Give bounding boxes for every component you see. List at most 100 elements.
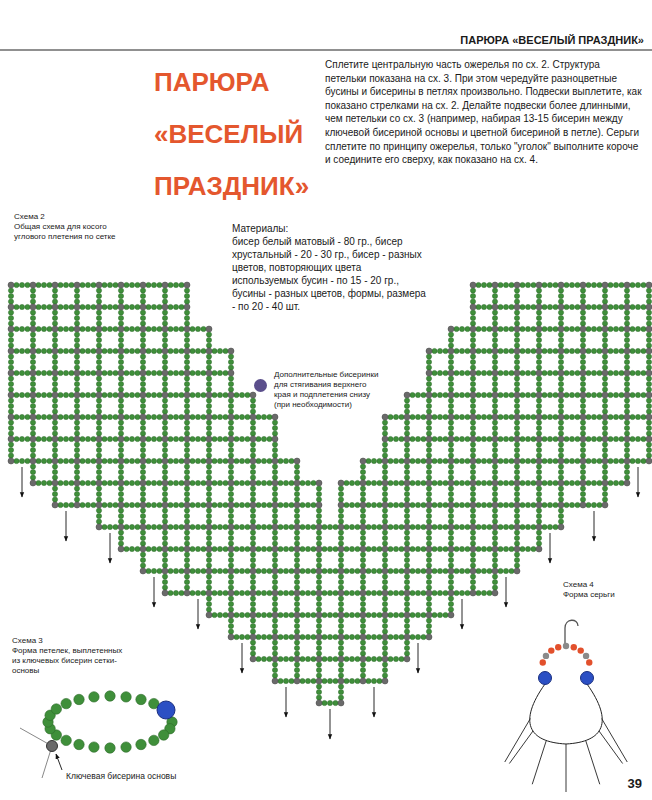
mesh-bead bbox=[575, 282, 580, 287]
mesh-bead bbox=[454, 458, 459, 463]
mesh-bead bbox=[487, 392, 492, 397]
mesh-bead bbox=[338, 651, 343, 656]
mesh-bead bbox=[597, 348, 602, 353]
mesh-bead bbox=[96, 508, 101, 513]
mesh-bead bbox=[487, 590, 492, 595]
mesh-bead bbox=[481, 480, 486, 485]
mesh-bead bbox=[107, 370, 112, 375]
mesh-bead bbox=[580, 288, 585, 293]
mesh-bead bbox=[146, 370, 151, 375]
mesh-bead bbox=[217, 458, 222, 463]
mesh-bead bbox=[179, 524, 184, 529]
mesh-bead bbox=[448, 442, 453, 447]
mesh-bead bbox=[118, 376, 123, 381]
mesh-bead bbox=[531, 524, 536, 529]
mesh-bead bbox=[118, 398, 123, 403]
mesh-bead bbox=[146, 436, 151, 441]
mesh-bead bbox=[509, 326, 514, 331]
mesh-bead bbox=[415, 634, 420, 639]
mesh-bead bbox=[514, 354, 519, 359]
mesh-bead bbox=[426, 579, 431, 584]
mesh-bead bbox=[426, 387, 431, 392]
mesh-bead bbox=[432, 546, 437, 551]
mesh-bead bbox=[173, 326, 178, 331]
mesh-bead bbox=[140, 475, 145, 480]
mesh-bead bbox=[30, 293, 35, 298]
mesh-bead bbox=[74, 409, 79, 414]
mesh-bead bbox=[184, 585, 189, 590]
mesh-bead bbox=[608, 370, 613, 375]
mesh-bead bbox=[311, 656, 316, 661]
mesh-bead bbox=[162, 343, 167, 348]
mesh-bead bbox=[382, 431, 387, 436]
mesh-bead bbox=[69, 326, 74, 331]
mesh-bead bbox=[470, 365, 475, 370]
mesh-bead bbox=[223, 392, 228, 397]
mesh-bead bbox=[481, 392, 486, 397]
mesh-bead bbox=[575, 370, 580, 375]
mesh-bead bbox=[608, 348, 613, 353]
mesh-bead bbox=[443, 502, 448, 507]
mesh-bead bbox=[388, 656, 393, 661]
mesh-bead bbox=[388, 524, 393, 529]
mesh-bead bbox=[140, 442, 145, 447]
mesh-bead bbox=[124, 458, 129, 463]
mesh-bead bbox=[162, 299, 167, 304]
mesh-bead bbox=[52, 343, 57, 348]
mesh-bead bbox=[146, 524, 151, 529]
mesh-bead bbox=[162, 376, 167, 381]
mesh-bead bbox=[575, 326, 580, 331]
mesh-bead bbox=[360, 645, 365, 650]
mesh-bead bbox=[129, 524, 134, 529]
mesh-bead bbox=[223, 370, 228, 375]
mesh-bead bbox=[278, 546, 283, 551]
mesh-bead bbox=[404, 403, 409, 408]
mesh-bead bbox=[591, 282, 596, 287]
mesh-bead bbox=[140, 453, 145, 458]
mesh-bead bbox=[448, 359, 453, 364]
mesh-bead bbox=[157, 458, 162, 463]
mesh-bead bbox=[487, 370, 492, 375]
mesh-bead bbox=[261, 634, 266, 639]
mesh-bead bbox=[327, 678, 332, 683]
mesh-bead bbox=[344, 612, 349, 617]
mesh-bead bbox=[272, 431, 277, 436]
mesh-bead bbox=[448, 381, 453, 386]
mesh-bead bbox=[151, 392, 156, 397]
mesh-bead bbox=[487, 480, 492, 485]
mesh-bead bbox=[85, 436, 90, 441]
mesh-bead bbox=[118, 469, 123, 474]
mesh-bead bbox=[190, 436, 195, 441]
mesh-bead bbox=[366, 480, 371, 485]
mesh-bead bbox=[173, 502, 178, 507]
mesh-bead bbox=[91, 436, 96, 441]
mesh-bead bbox=[525, 392, 530, 397]
mesh-bead bbox=[399, 612, 404, 617]
mesh-bead bbox=[498, 282, 503, 287]
mesh-bead bbox=[580, 453, 585, 458]
mesh-bead bbox=[140, 299, 145, 304]
mesh-bead bbox=[360, 530, 365, 535]
mesh-bead bbox=[74, 299, 79, 304]
mesh-bead bbox=[448, 447, 453, 452]
mesh-bead bbox=[602, 442, 607, 447]
mesh-bead bbox=[580, 469, 585, 474]
mesh-bead bbox=[470, 387, 475, 392]
mesh-bead bbox=[465, 458, 470, 463]
mesh-bead bbox=[19, 304, 24, 309]
mesh-bead bbox=[382, 486, 387, 491]
mesh-bead bbox=[195, 348, 200, 353]
mesh-bead bbox=[377, 612, 382, 617]
mesh-bead bbox=[465, 436, 470, 441]
mesh-bead bbox=[410, 546, 415, 551]
mesh-bead bbox=[503, 436, 508, 441]
mesh-bead bbox=[366, 502, 371, 507]
mesh-bead bbox=[14, 348, 19, 353]
mesh-bead bbox=[558, 288, 563, 293]
mesh-bead bbox=[272, 629, 277, 634]
mesh-bead bbox=[201, 590, 206, 595]
mesh-bead bbox=[157, 282, 162, 287]
mesh-bead bbox=[96, 491, 101, 496]
mesh-bead bbox=[14, 282, 19, 287]
mesh-bead bbox=[382, 469, 387, 474]
